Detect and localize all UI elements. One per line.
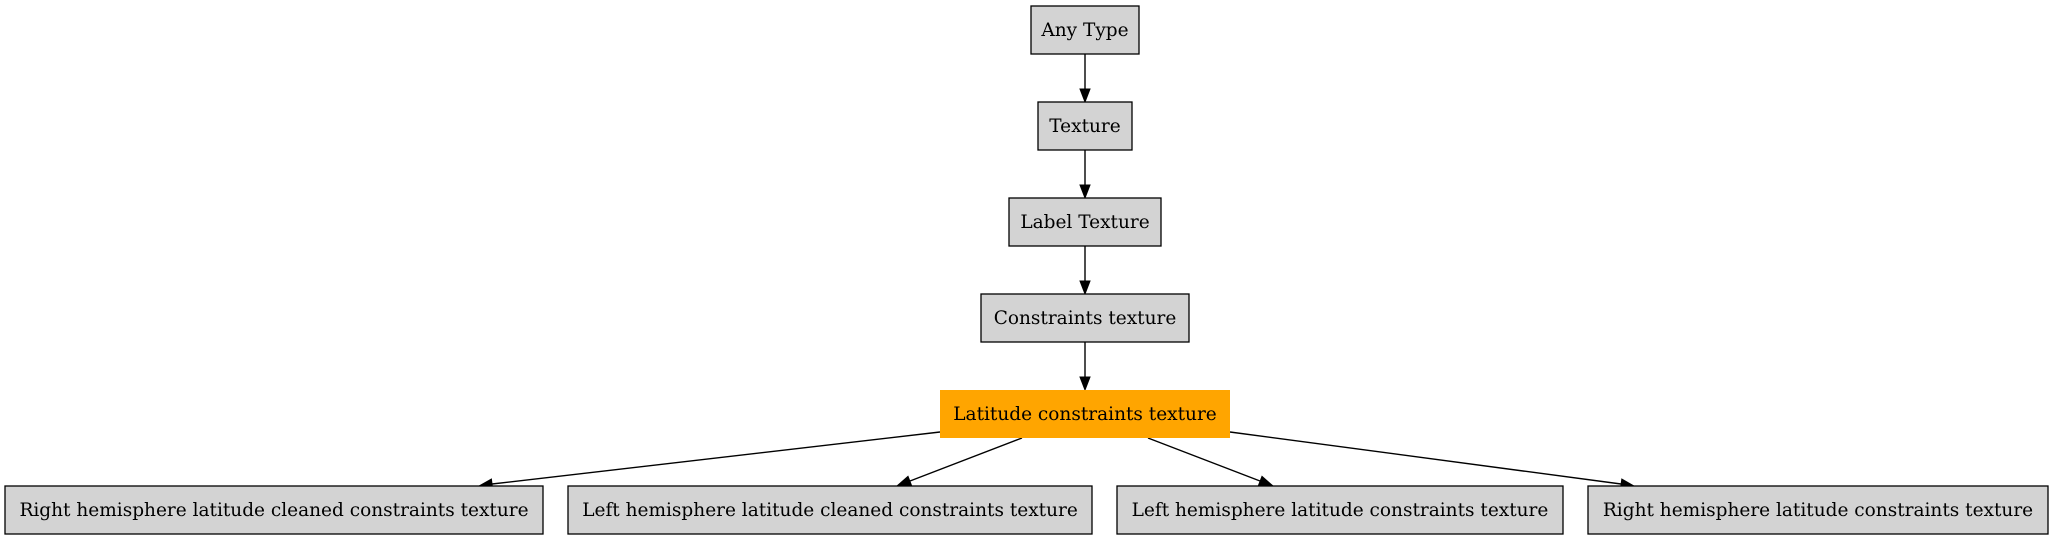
node-left-hemisphere-latitude-constraints-texture[interactable]: Left hemisphere latitude constraints tex… xyxy=(1116,485,1564,535)
node-label-texture[interactable]: Label Texture xyxy=(1008,197,1162,247)
node-constraints-texture-box xyxy=(980,293,1190,343)
arrowhead-constraints-texture xyxy=(1079,280,1091,296)
edge-latitude-to-left-hemisphere-cleaned xyxy=(909,437,1023,482)
arrowhead-left-hemisphere xyxy=(1257,475,1275,487)
node-left-hemisphere-latitude-constraints-texture-box xyxy=(1116,485,1564,535)
node-left-hemisphere-latitude-cleaned-constraints-texture[interactable]: Left hemisphere latitude cleaned constra… xyxy=(567,485,1093,535)
node-left-hemisphere-latitude-cleaned-constraints-texture-label: Left hemisphere latitude cleaned constra… xyxy=(582,500,1078,521)
node-texture-label: Texture xyxy=(1049,116,1120,137)
node-right-hemisphere-latitude-constraints-texture[interactable]: Right hemisphere latitude constraints te… xyxy=(1587,485,2049,535)
arrowhead-latitude-constraints-texture xyxy=(1079,376,1091,392)
node-right-hemisphere-latitude-cleaned-constraints-texture-box xyxy=(4,485,544,535)
arrowhead-texture xyxy=(1079,88,1091,104)
node-right-hemisphere-latitude-constraints-texture-label: Right hemisphere latitude constraints te… xyxy=(1603,500,2033,521)
node-left-hemisphere-latitude-cleaned-constraints-texture-box xyxy=(567,485,1093,535)
node-latitude-constraints-texture-box xyxy=(940,390,1230,438)
node-any-type-label: Any Type xyxy=(1040,20,1128,41)
node-any-type-box xyxy=(1030,5,1140,55)
node-texture[interactable]: Texture xyxy=(1037,101,1133,151)
edge-latitude-to-right-hemisphere xyxy=(1229,431,1622,485)
node-right-hemisphere-latitude-cleaned-constraints-texture-label: Right hemisphere latitude cleaned constr… xyxy=(19,500,528,521)
node-right-hemisphere-latitude-constraints-texture-box xyxy=(1587,485,2049,535)
edge-latitude-to-right-hemisphere-cleaned xyxy=(491,431,941,485)
node-left-hemisphere-latitude-constraints-texture-label: Left hemisphere latitude constraints tex… xyxy=(1132,500,1549,521)
node-constraints-texture[interactable]: Constraints texture xyxy=(980,293,1190,343)
nodes: Any Type Texture Label Texture Constrain… xyxy=(4,5,2049,535)
arrowhead-label-texture xyxy=(1079,184,1091,200)
node-latitude-constraints-texture-label: Latitude constraints texture xyxy=(953,404,1217,425)
arrowhead-left-hemisphere-cleaned xyxy=(895,475,913,487)
node-any-type[interactable]: Any Type xyxy=(1030,5,1140,55)
node-label-texture-label: Label Texture xyxy=(1020,212,1149,233)
edge-latitude-to-left-hemisphere xyxy=(1147,437,1261,482)
node-right-hemisphere-latitude-cleaned-constraints-texture[interactable]: Right hemisphere latitude cleaned constr… xyxy=(4,485,544,535)
node-texture-box xyxy=(1037,101,1133,151)
node-label-texture-box xyxy=(1008,197,1162,247)
node-constraints-texture-label: Constraints texture xyxy=(994,308,1177,329)
node-latitude-constraints-texture[interactable]: Latitude constraints texture xyxy=(940,390,1230,438)
